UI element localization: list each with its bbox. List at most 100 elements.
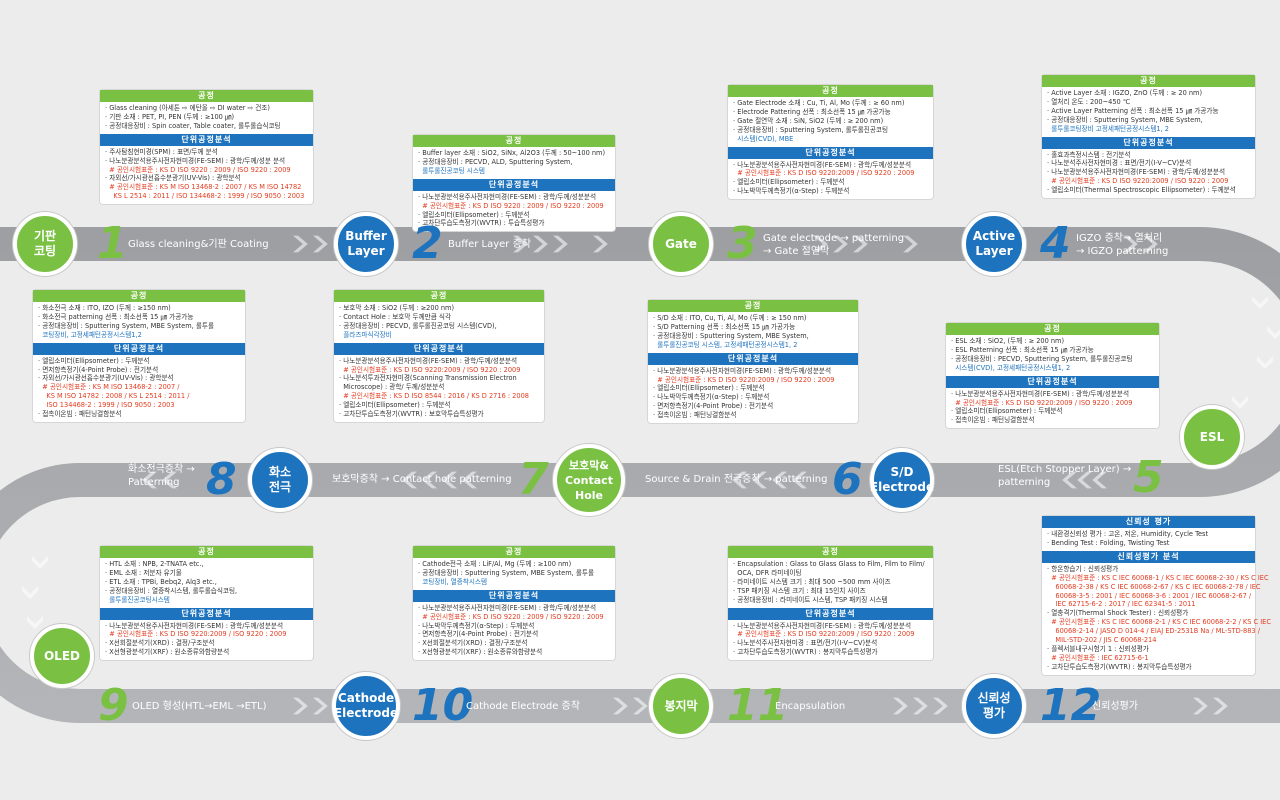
- analysis-line: · X선회절분석기(XRD) : 결정/구조분석: [105, 639, 215, 648]
- chevron-24: [162, 471, 177, 489]
- analysis-line: · X선회절분석기(XRD) : 결정/구조분석: [418, 639, 528, 648]
- analysis-line: · 엘립소미터(Ellipsometer) : 두께분석: [733, 178, 845, 187]
- chevron-7: [813, 235, 828, 253]
- analysis-line: · 주사탐침현미경(SPM) : 표면/두께 분석: [105, 147, 218, 156]
- step-description-7: 보호막증착 → Contact hole patterning: [332, 474, 512, 485]
- analysis-line: · 나노분광분석용주사전자현미경(FE-SEM) : 광학/두께/성분분석: [733, 160, 912, 169]
- analysis-line: 60068-3-5 : 2001 / IEC 60068-3-6 : 2001 …: [1047, 591, 1252, 600]
- process-body: · 화소전극 소재 : ITO, IZO (두께 : ≥150 nm)· 화소전…: [33, 302, 245, 343]
- chevron-16: [792, 471, 807, 489]
- analysis-header: 단위공정분석: [728, 607, 933, 620]
- chevron-10: [903, 235, 918, 253]
- analysis-line: # 공인시험표준 : KS C IEC 60068-1 / KS C IEC 6…: [1047, 573, 1269, 582]
- process-header: 공정: [100, 90, 313, 102]
- analysis-line: · 면저항측정기(4-Point Probe) : 전기분석: [418, 630, 539, 639]
- process-line: · Active Layer Patterning 선폭 : 최소선폭 15 ㎛…: [1047, 106, 1219, 115]
- step-description-2: Buffer Layer 증착: [448, 239, 531, 250]
- process-header: 공정: [648, 300, 858, 312]
- analysis-line: · 나노분석주사전자현미경 : 표면/전기(I-V~CV)분석: [733, 639, 878, 648]
- analysis-line: · 고차단투습도측정기(WVTR) : 봉지막투습특성평가: [1047, 662, 1192, 671]
- analysis-header: 신뢰성평가 분석: [1042, 550, 1255, 563]
- step-circle-1: 기판 코팅: [13, 212, 77, 276]
- analysis-line: # 공인시험표준 : KS D ISO 8544 : 2016 / KS D 2…: [339, 392, 529, 401]
- info-card-step-9: 공정· HTL 소재 : NPB, 2-TNATA etc.,· EML 소재 …: [100, 546, 313, 661]
- process-line: · 공정대응장비 : Sputtering System, MBE System…: [38, 321, 215, 330]
- chevron-19: [732, 471, 747, 489]
- analysis-line: # 공인시험표준 : KS D ISO 9220:2009 / ISO 9220…: [733, 169, 915, 178]
- step-circle-11: 봉지막: [649, 674, 713, 738]
- analysis-line: · 고차단투습도측정기(WVTR) : 투습특성평가: [418, 219, 545, 228]
- analysis-body: · 나노분광분석용주사전자현미경(FE-SEM) : 광학/두께/성분분석 # …: [648, 365, 858, 423]
- chevron-1: [313, 235, 328, 253]
- analysis-line: # 공인시험표준 : IEC 62715-6-1: [1047, 653, 1149, 662]
- analysis-line: · 나노박막두께측정기(α-Step) : 두께분석: [733, 187, 850, 196]
- chevron-37: [1252, 296, 1268, 309]
- analysis-line: · 열충격기(Thermal Shock Tester) : 신뢰성평가: [1047, 609, 1189, 618]
- process-header: 공정: [1042, 75, 1255, 87]
- step-number-2: 2: [412, 218, 443, 269]
- chevron-0: [293, 235, 308, 253]
- process-line: · Bending Test : Folding, Twisting Test: [1047, 538, 1170, 547]
- step-description-8: 화소전극증착 → Patterning: [128, 464, 195, 488]
- chevron-13: [1092, 471, 1107, 489]
- info-card-step-8: 공정· 화소전극 소재 : ITO, IZO (두께 : ≥150 nm)· 화…: [33, 290, 245, 422]
- process-body: · HTL 소재 : NPB, 2-TNATA etc.,· EML 소재 : …: [100, 558, 313, 608]
- chevron-25: [142, 471, 157, 489]
- analysis-line: · 나노분석투과전자현미경(Scanning Transmission Elec…: [339, 374, 517, 383]
- analysis-body: · 나노분광분석용주사전자현미경(FE-SEM) : 광학/두께/성분분석 # …: [413, 602, 615, 660]
- analysis-body: · 나노분광분석용주사전자현미경(FE-SEM) : 광학/두께/성분분석 # …: [100, 620, 313, 661]
- analysis-body: · 나노분광분석용주사전자현미경(FE-SEM) : 광학/두께/성분분석 # …: [728, 159, 933, 200]
- analysis-body: · 홀효과측정시스템 : 전기분석· 나노분석주사전자현미경 : 표면/전기(I…: [1042, 149, 1255, 199]
- chevron-12: [1143, 235, 1158, 253]
- process-line: 시스템(CVD), 고정세패턴공정시스템1, 2: [951, 363, 1071, 372]
- process-line: · 내환경신뢰성 평가 : 고온, 저온, Humidity, Cycle Te…: [1047, 530, 1209, 538]
- chevron-35: [1193, 697, 1208, 715]
- step-number-9: 9: [98, 680, 129, 731]
- step-number-10: 10: [412, 680, 474, 731]
- analysis-line: · 나노분광분석용주사전자현미경(FE-SEM) : 광학/두께/성분 분석: [105, 156, 286, 165]
- analysis-line: # 공인시험표준 : KS D ISO 9220:2009 / ISO 9220…: [653, 375, 835, 384]
- analysis-header: 단위공정분석: [946, 375, 1159, 388]
- process-header: 공정: [728, 546, 933, 558]
- analysis-line: KS L 2514 : 2011 / ISO 134468-2 : 1999 /…: [105, 192, 305, 201]
- process-line: · Encapsulation : Glass to Glass Glass t…: [733, 560, 925, 568]
- chevron-17: [772, 471, 787, 489]
- chevron-20: [462, 471, 477, 489]
- process-line: 롤투롤진공코팅 시스템, 고정세패턴공정시스템1, 2: [653, 340, 798, 349]
- analysis-body: · 나노분광분석용주사전자현미경(FE-SEM) : 광학/두께/성분분석 # …: [413, 191, 615, 232]
- process-line: · 공정대응장비 : Sputtering System, MBE System…: [653, 331, 809, 340]
- info-card-step-11: 공정 · Encapsulation : Glass to Glass Glass…: [728, 546, 933, 661]
- chevron-21: [442, 471, 457, 489]
- chevron-32: [893, 697, 908, 715]
- road-path: [0, 227, 1280, 723]
- analysis-line: · 엘립소미터(Ellipsometer) : 두께분석: [339, 401, 451, 410]
- analysis-line: # 공인시험표준 : KS D ISO 9220 : 2009 / ISO 92…: [418, 612, 604, 621]
- analysis-header: 단위공정분석: [1042, 136, 1255, 149]
- process-line: · Glass cleaning (아세톤 ⇨ 에탄올 ⇨ DI water ⇨…: [105, 104, 270, 112]
- chevron-8: [833, 235, 848, 253]
- process-line: · 공정대응장비 : Sputtering System, 롤투롤진공코팅: [733, 125, 889, 134]
- process-line: · 공정대응장비 : 라미네이트 시스템, TSP 패키징 시스템: [733, 595, 888, 604]
- chevron-15: [1062, 471, 1077, 489]
- step-description-4: IGZO 증착→ 열처리 → IGZO patterning: [1076, 233, 1169, 257]
- analysis-line: · 나노분석주사전자현미경 : 표면/전기(I-V~CV)분석: [1047, 159, 1192, 168]
- analysis-line: # 공인시험표준 : KS M ISO 13468-2 : 2007 /: [38, 383, 180, 392]
- process-body: · Gate Electrode 소재 : Cu, Ti, Al, Mo (두께…: [728, 97, 933, 147]
- step-number-6: 6: [832, 454, 863, 505]
- process-header: 공정: [413, 135, 615, 147]
- analysis-line: · 나노분광분석용주사전자현미경(FE-SEM) : 광학/두께/성분분석: [653, 366, 832, 375]
- chevron-23: [402, 471, 417, 489]
- analysis-line: KS M ISO 14782 : 2008 / KS L 2514 : 2011…: [38, 392, 190, 401]
- analysis-line: · 접촉이온빔 : 패턴닝결함분석: [951, 416, 1035, 425]
- analysis-line: · X선형광분석기(XRF) : 원소종류와함량분석: [105, 648, 230, 657]
- analysis-body: · 엘립소미터(Ellipsometer) : 두께분석· 면저항측정기(4-P…: [33, 355, 245, 422]
- process-line: · Gate Electrode 소재 : Cu, Ti, Al, Mo (두께…: [733, 99, 905, 107]
- analysis-body: · 나노분광분석용주사전자현미경(FE-SEM) : 광학/두께/성분분석 # …: [946, 388, 1159, 429]
- analysis-line: # 공인시험표준 : KS D ISO 9220 : 2009 / ISO 92…: [105, 165, 291, 174]
- chevron-42: [22, 586, 38, 599]
- process-line: · 공정대응장비 : 열증착시스템, 롤투롤습식코팅,: [105, 586, 238, 595]
- analysis-line: # 공인시험표준 : KS D ISO 9220:2009 / ISO 9220…: [339, 365, 521, 374]
- chevron-33: [913, 697, 928, 715]
- step-circle-4: Active Layer: [962, 212, 1026, 276]
- analysis-header: 단위공정분석: [33, 342, 245, 355]
